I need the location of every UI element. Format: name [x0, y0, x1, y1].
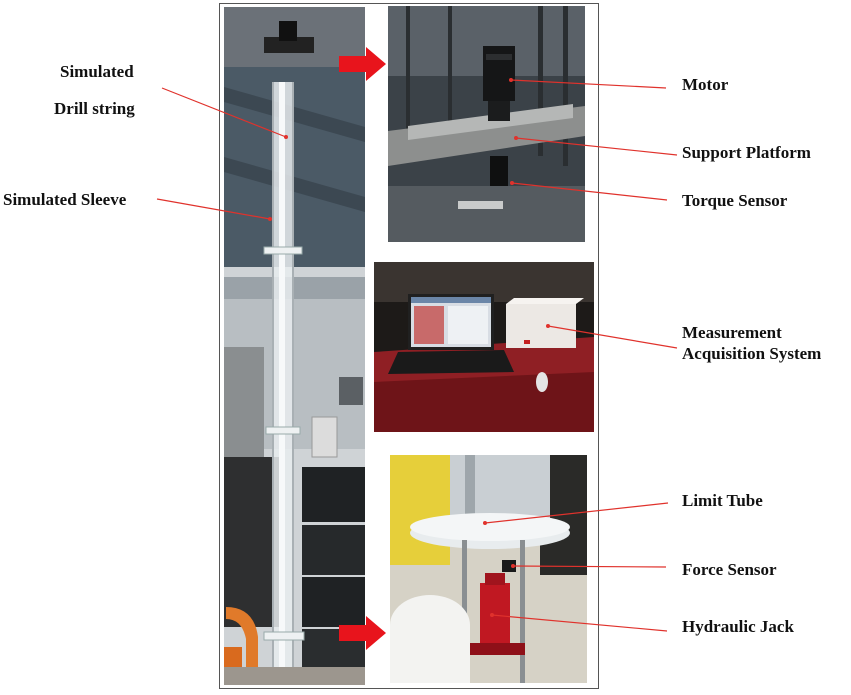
leader-sleeve — [156, 198, 271, 220]
label-torque-sensor: Torque Sensor — [682, 191, 788, 210]
leader-motor — [510, 79, 667, 89]
label-support-platform: Support Platform — [682, 143, 811, 162]
rig-photo — [224, 7, 365, 685]
label-limit-tube: Limit Tube — [682, 491, 763, 510]
label-measurement: Measurement — [682, 323, 782, 342]
label-hydraulic-jack: Hydraulic Jack — [682, 617, 794, 636]
arrow-bottom-icon — [339, 616, 386, 650]
rig-photo-drawing — [224, 7, 365, 685]
leader-limit-tube — [484, 502, 669, 524]
label-simulated: Simulated — [60, 62, 134, 81]
arrow-top-icon — [339, 47, 386, 81]
jack-photo-drawing — [390, 455, 587, 683]
label-force-sensor: Force Sensor — [682, 560, 777, 579]
leader-force-sensor — [512, 565, 667, 568]
label-drill-string: Drill string — [54, 99, 135, 118]
leader-support-platform — [515, 137, 678, 156]
leader-drill-string — [161, 87, 287, 138]
acquisition-photo — [374, 262, 594, 432]
label-motor: Motor — [682, 75, 729, 94]
leader-torque-sensor — [511, 182, 668, 201]
leader-measurement — [547, 325, 678, 349]
jack-photo — [390, 455, 587, 683]
acquisition-photo-drawing — [374, 262, 594, 432]
motor-photo — [388, 6, 585, 242]
label-acquisition-system: Acquisition System — [682, 344, 822, 363]
label-simulated-sleeve: Simulated Sleeve — [3, 190, 127, 209]
motor-photo-drawing — [388, 6, 585, 242]
leader-hydraulic-jack — [491, 614, 668, 632]
